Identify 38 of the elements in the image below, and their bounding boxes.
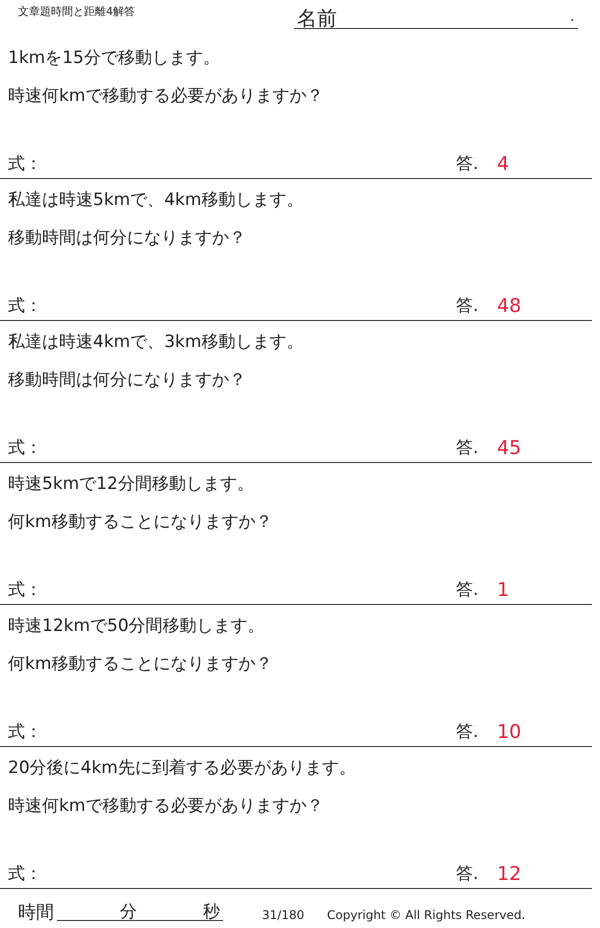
- answer-label: 答.: [456, 438, 478, 458]
- answer-label: 答.: [456, 154, 478, 174]
- answer-label: 答.: [456, 722, 478, 742]
- question-text: 移動時間は何分になりますか？: [8, 228, 246, 248]
- question-text: 20分後に4km先に到着する必要があります。: [8, 758, 356, 778]
- formula-label: 式：: [8, 438, 42, 458]
- question-text: 私達は時速4kmで、3km移動します。: [8, 332, 304, 352]
- answer-label: 答.: [456, 580, 478, 600]
- answer-value: 48: [497, 295, 522, 318]
- question-text: 何km移動することになりますか？: [8, 512, 272, 532]
- time-label: 時間: [18, 902, 54, 924]
- formula-label: 式：: [8, 864, 42, 884]
- answer-value: 10: [497, 721, 522, 744]
- question-text: 移動時間は何分になりますか？: [8, 370, 246, 390]
- page-number: 31/180: [262, 908, 304, 922]
- question-text: 時速何kmで移動する必要がありますか？: [8, 796, 324, 816]
- answer-value: 45: [497, 437, 522, 460]
- question-text: 何km移動することになりますか？: [8, 654, 272, 674]
- question-text: 1kmを15分で移動します。: [8, 48, 220, 68]
- name-label: 名前: [297, 6, 337, 30]
- seconds-label: 秒: [203, 902, 220, 922]
- formula-label: 式：: [8, 154, 42, 174]
- answer-value: 12: [497, 863, 522, 886]
- copyright-notice: Copyright © All Rights Reserved.: [327, 908, 526, 922]
- question-text: 時速5kmで12分間移動します。: [8, 474, 254, 494]
- formula-label: 式：: [8, 296, 42, 316]
- answer-label: 答.: [456, 296, 478, 316]
- question-text: 私達は時速5kmで、4km移動します。: [8, 190, 304, 210]
- question-text: 時速何kmで移動する必要がありますか？: [8, 86, 324, 106]
- worksheet-title: 文章題時間と距離4解答: [18, 5, 135, 18]
- answer-label: 答.: [456, 864, 478, 884]
- question-text: 時速12kmで50分間移動します。: [8, 616, 265, 636]
- formula-label: 式：: [8, 580, 42, 600]
- minutes-label: 分: [120, 902, 137, 922]
- answer-value: 4: [497, 153, 510, 176]
- name-line-period: .: [570, 9, 574, 26]
- answer-value: 1: [497, 579, 510, 602]
- formula-label: 式：: [8, 722, 42, 742]
